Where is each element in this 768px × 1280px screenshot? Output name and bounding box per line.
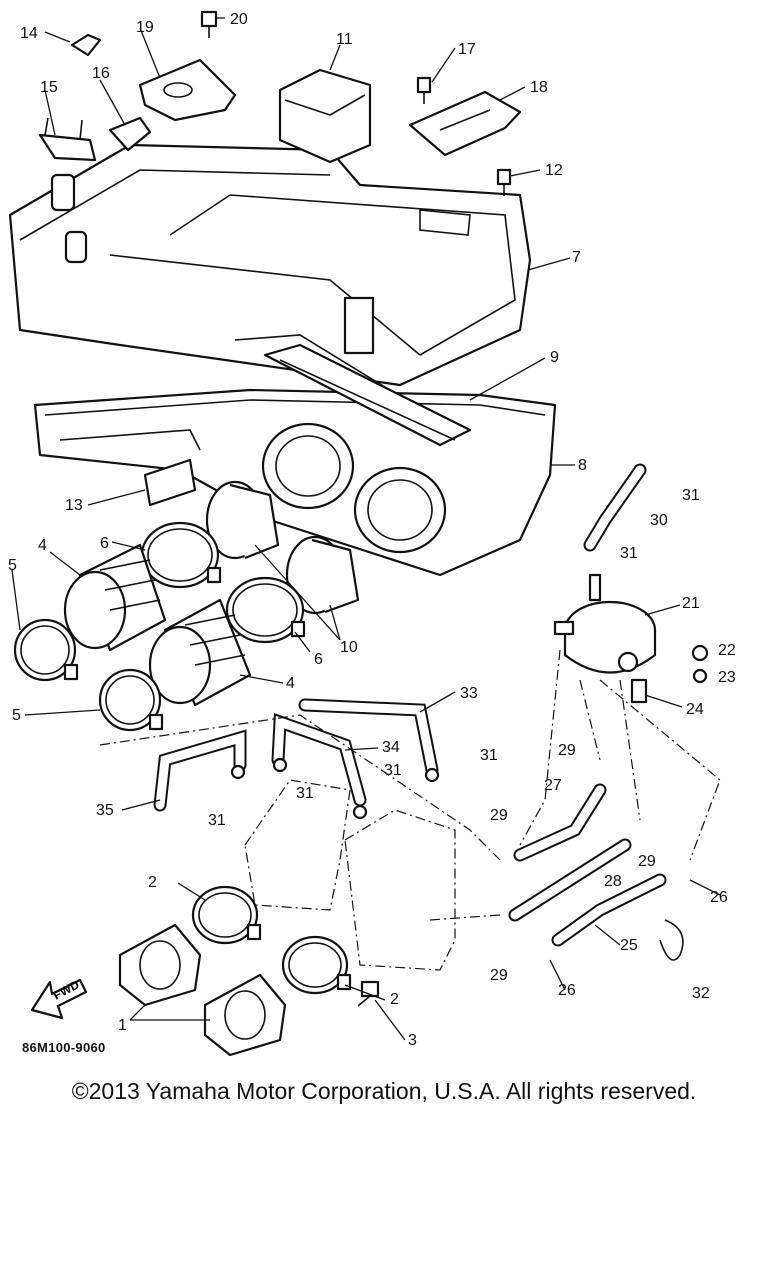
manifold-1-a [118, 923, 202, 1007]
clamp-6-a [140, 521, 222, 589]
clip-16 [108, 116, 152, 152]
funnel-10-a [205, 480, 280, 560]
callout-34: 34 [382, 739, 400, 756]
callout-31d: 31 [208, 812, 226, 829]
callout-10: 10 [340, 639, 358, 656]
callout-12: 12 [545, 162, 563, 179]
callout-14: 14 [20, 25, 38, 42]
callout-31c: 31 [296, 785, 314, 802]
fuel-hoses [508, 463, 709, 961]
callout-20: 20 [230, 11, 248, 28]
parts-diagram: FWD 14 [8, 10, 736, 1057]
manifold-1-b [203, 973, 287, 1057]
callout-30: 30 [650, 512, 668, 529]
copyright-notice: ©2013 Yamaha Motor Corporation, U.S.A. A… [71, 1078, 697, 1104]
callout-13: 13 [65, 497, 83, 514]
callout-3: 3 [408, 1032, 417, 1049]
callout-18: 18 [530, 79, 548, 96]
bracket-19 [138, 58, 237, 122]
callout-9: 9 [550, 349, 559, 366]
callout-labels: 14 19 20 11 17 18 15 16 12 7 9 8 13 4 6 … [8, 11, 736, 1049]
callout-16: 16 [92, 65, 110, 82]
callout-31f: 31 [620, 545, 638, 562]
fwd-arrow: FWD [30, 977, 88, 1020]
callout-15: 15 [40, 79, 58, 96]
callout-2a: 2 [148, 874, 157, 891]
callout-1: 1 [118, 1017, 127, 1034]
callout-29b: 29 [490, 807, 508, 824]
callout-27: 27 [544, 777, 562, 794]
callout-5a: 5 [8, 557, 17, 574]
callout-4b: 4 [286, 675, 295, 692]
bracket-18 [408, 90, 522, 157]
joint-4-a [63, 543, 167, 652]
seal-13 [143, 458, 197, 507]
clamp-6-b [225, 576, 306, 644]
seal-cap-11 [278, 68, 372, 164]
callout-35: 35 [96, 802, 114, 819]
bolts [200, 10, 512, 1007]
callout-6b: 6 [314, 651, 323, 668]
engine-outline [99, 714, 501, 971]
leader-lines [11, 17, 721, 1041]
hoses-upper [153, 698, 440, 820]
clip-15 [38, 117, 97, 162]
callout-4a: 4 [38, 537, 47, 554]
fuel-pump-21 [553, 573, 657, 674]
callout-33: 33 [460, 685, 478, 702]
callout-7: 7 [572, 249, 581, 266]
airbox-cover [8, 143, 532, 387]
callout-24: 24 [686, 701, 704, 718]
callout-29d: 29 [490, 967, 508, 984]
callout-5b: 5 [12, 707, 21, 724]
callout-23: 23 [718, 669, 736, 686]
callout-8: 8 [578, 457, 587, 474]
callout-31e: 31 [682, 487, 700, 504]
clamp-5-a [13, 618, 79, 682]
callout-25: 25 [620, 937, 638, 954]
callout-21: 21 [682, 595, 700, 612]
drawing-code: 86M100-9060 [22, 1040, 106, 1055]
callout-19: 19 [136, 19, 154, 36]
clamp-2-b [281, 935, 352, 995]
clamp-2-a [191, 885, 262, 945]
air-filter-element [263, 343, 472, 447]
fuel-dash-lines [519, 649, 721, 861]
callout-11: 11 [336, 31, 353, 48]
funnel-10-b [285, 535, 360, 615]
callout-17: 17 [458, 41, 476, 58]
callout-31a: 31 [480, 747, 498, 764]
callout-29c: 29 [638, 853, 656, 870]
callout-6a: 6 [100, 535, 109, 552]
callout-2b: 2 [390, 991, 399, 1008]
callout-32: 32 [692, 985, 710, 1002]
callout-26b: 26 [558, 982, 576, 999]
clamp-5-b [98, 668, 164, 732]
joint-4-b [148, 598, 252, 707]
callout-28: 28 [604, 873, 622, 890]
callout-22: 22 [718, 642, 736, 659]
clip-14 [70, 33, 102, 57]
callout-29a: 29 [558, 742, 576, 759]
callout-31b: 31 [384, 762, 402, 779]
callout-26a: 26 [710, 889, 728, 906]
